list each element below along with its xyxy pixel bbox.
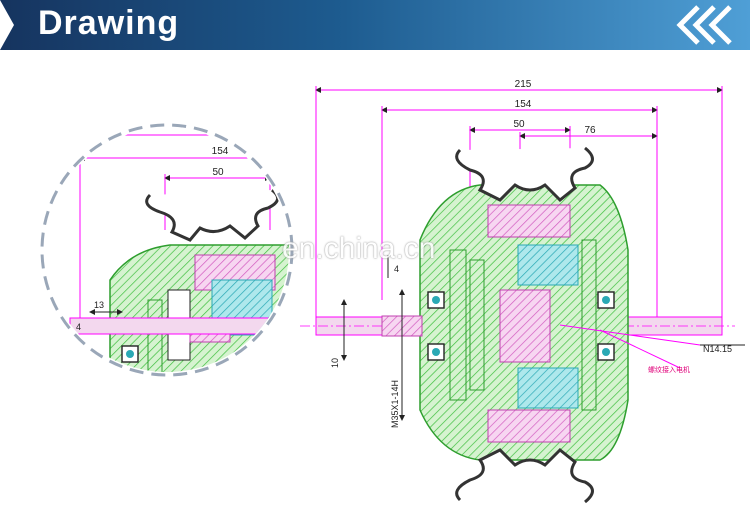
gear-hub [499, 289, 551, 363]
detail-inner-label: 50 [212, 167, 224, 178]
dim-thread-label: M35X1-14H [390, 380, 400, 428]
detail-view: 2 154 50 13 4 [40, 123, 294, 377]
detail-top-partial-label: 2 [222, 124, 228, 135]
stator-bottom [517, 367, 579, 409]
watermark: en.china.cn [282, 232, 436, 265]
dim-axle-height-label: 10 [330, 358, 340, 368]
callout-label: N14.15 [703, 344, 732, 354]
rotor-bottom-plate [487, 409, 571, 443]
section-title: Drawing [38, 4, 180, 42]
detail-small-label: 4 [76, 322, 81, 332]
rim-bottom [455, 447, 594, 504]
double-chevron-left-icon [672, 5, 742, 50]
rotor-top-plate [487, 204, 571, 238]
section-banner: Drawing [0, 0, 750, 50]
detail-gap-label: 13 [94, 300, 104, 310]
main-view: 215 154 50 76 4 [300, 79, 745, 504]
dim-inner-label: 50 [513, 119, 525, 130]
banner-notch [0, 0, 14, 50]
dim-offset-label: 76 [584, 125, 596, 136]
stator-top [517, 244, 579, 286]
dim-middle-label: 154 [515, 99, 532, 110]
rim-top [455, 146, 594, 203]
detail-middle-label: 154 [212, 146, 229, 157]
callout-note: 螺纹接入电机 [648, 365, 690, 374]
dim-axle-left-label: 4 [394, 264, 399, 274]
detail-rim [145, 188, 280, 242]
dim-overall-label: 215 [515, 79, 532, 90]
